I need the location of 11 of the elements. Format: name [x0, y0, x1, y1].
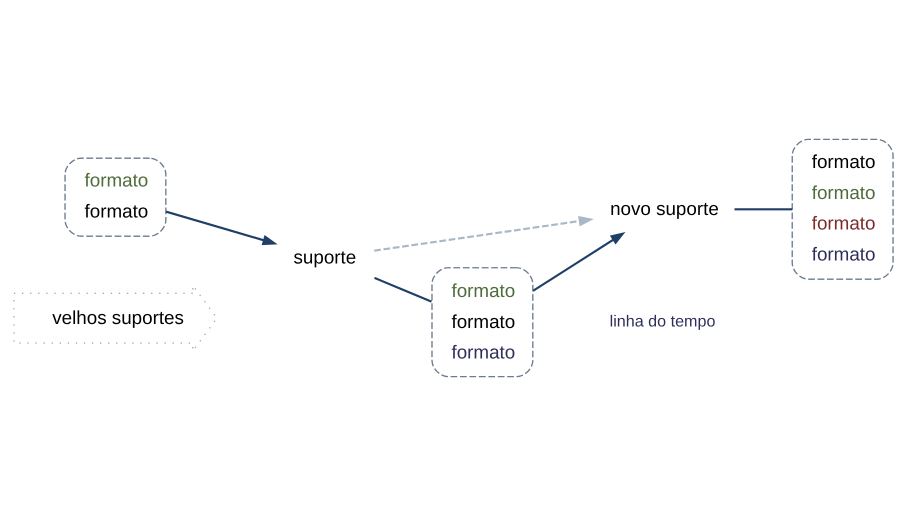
arrow — [166, 210, 278, 245]
node-box: formato formato formato formato — [792, 138, 894, 280]
node-box: formato formato formato — [431, 266, 534, 377]
connector — [734, 208, 792, 210]
arrow — [374, 215, 594, 252]
connector — [374, 276, 432, 302]
node-text: novo suporte — [610, 197, 719, 218]
label: linha do tempo — [610, 312, 716, 330]
node-box: formato formato — [64, 157, 167, 236]
arrow — [532, 232, 626, 292]
node-text: suporte — [294, 246, 356, 267]
